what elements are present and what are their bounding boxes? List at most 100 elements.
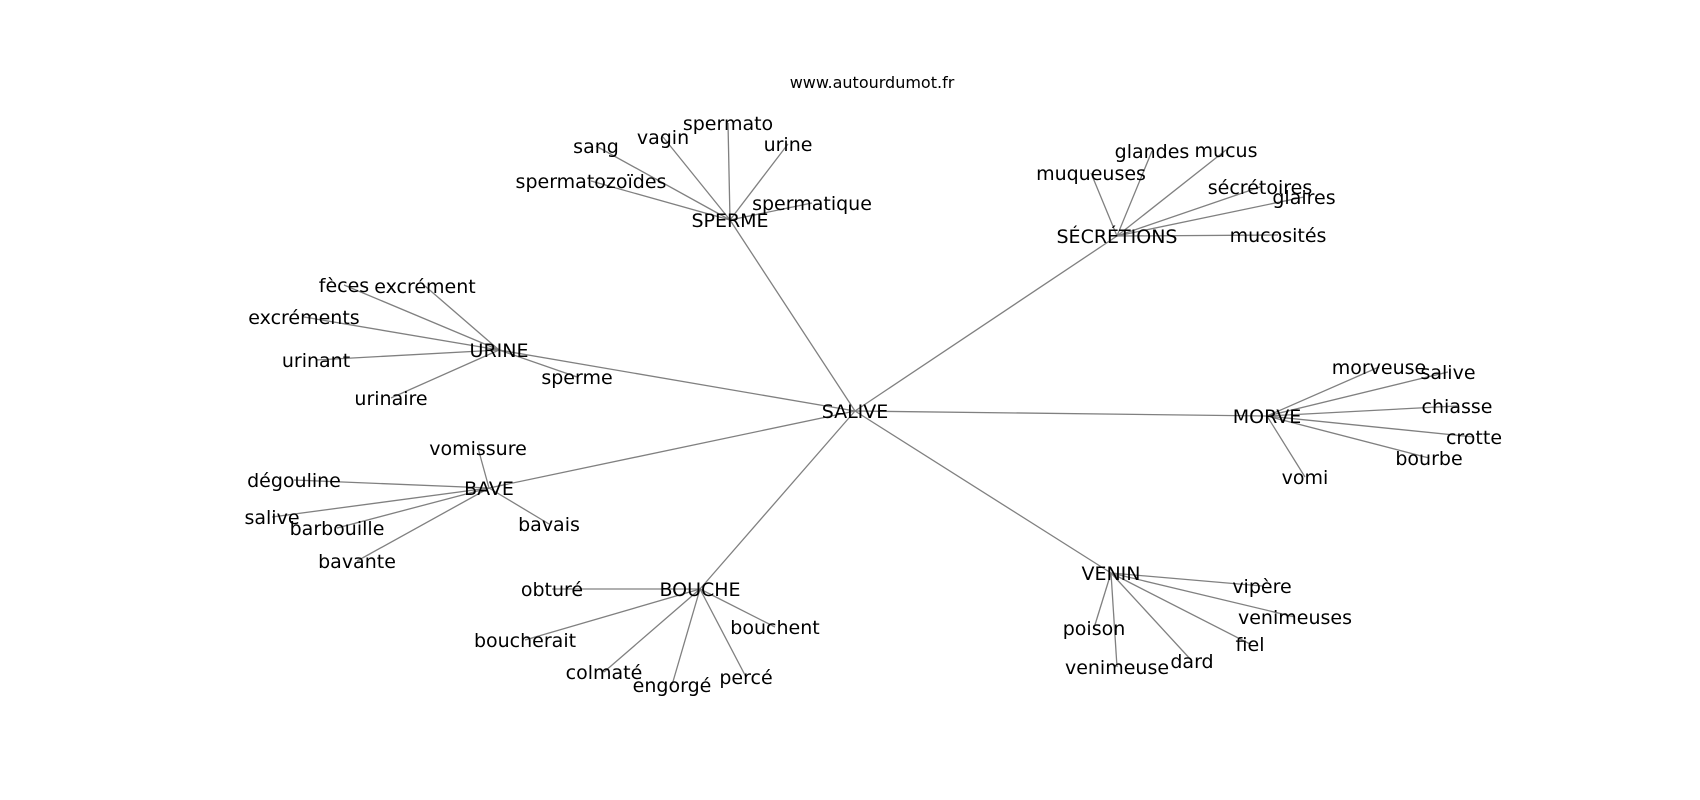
- edge-hub-to-term: [1266, 415, 1475, 438]
- edge-hub-to-term: [271, 487, 490, 518]
- term-node: barbouille: [290, 518, 385, 540]
- edge-center-to-hub: [498, 349, 856, 412]
- edge-center-to-hub: [854, 410, 1112, 574]
- edge-hub-to-term: [1110, 572, 1118, 668]
- term-node: chiasse: [1422, 396, 1493, 418]
- term-node: glaires: [1272, 187, 1335, 209]
- edge-hub-to-term: [390, 349, 500, 399]
- term-node: boucherait: [474, 630, 576, 652]
- term-node: vomissure: [429, 438, 527, 460]
- hub-node: SÉCRÉTIONS: [1057, 225, 1178, 248]
- edge-hub-to-term: [1116, 149, 1227, 237]
- edge-hub-to-term: [1116, 234, 1279, 237]
- term-node: mucus: [1195, 140, 1258, 162]
- edge-center-to-hub: [729, 219, 856, 412]
- edge-hub-to-term: [1110, 572, 1251, 645]
- edge-hub-to-term: [424, 285, 500, 351]
- edge-hub-to-term: [1116, 196, 1305, 237]
- edge-hub-to-term: [1266, 405, 1458, 417]
- term-node: fèces: [319, 275, 369, 297]
- term-node: vagin: [637, 127, 689, 149]
- edge-hub-to-term: [477, 447, 490, 489]
- edge-hub-to-term: [1093, 572, 1112, 629]
- edge-center-to-hub: [699, 410, 856, 590]
- term-node: urinaire: [354, 388, 427, 410]
- term-node: venimeuse: [1065, 657, 1169, 679]
- term-node: bouchent: [730, 617, 819, 639]
- edge-hub-to-term: [1116, 150, 1153, 237]
- hub-node: SPERME: [691, 210, 768, 232]
- edge-hub-to-term: [595, 145, 731, 221]
- edge-hub-to-term: [1266, 366, 1380, 417]
- edge-hub-to-term: [1266, 415, 1306, 478]
- edge-hub-to-term: [671, 588, 701, 686]
- term-node: urine: [764, 134, 813, 156]
- edge-center-to-hub: [488, 410, 856, 489]
- term-node: spermatozoïdes: [516, 171, 667, 193]
- edge-hub-to-term: [343, 284, 500, 351]
- edge-hub-to-term: [1110, 572, 1263, 587]
- edge-hub-to-term: [356, 487, 490, 562]
- edge-hub-to-term: [303, 316, 500, 351]
- labels: www.autourdumot.fr SALIVE SPERME spermato…: [244, 73, 1502, 697]
- term-node: engorgé: [633, 675, 712, 697]
- term-node: bourbe: [1395, 448, 1462, 470]
- edge-hub-to-term: [1110, 572, 1193, 662]
- term-node: mucosités: [1230, 225, 1327, 247]
- term-node: salive: [1420, 362, 1475, 384]
- term-node: excrément: [374, 276, 476, 298]
- term-node: vomi: [1282, 467, 1329, 489]
- term-node: vipère: [1232, 576, 1291, 598]
- edge-hub-to-term: [727, 122, 731, 221]
- term-node: crotte: [1446, 427, 1502, 449]
- edge-hub-to-term: [699, 588, 776, 628]
- edge-hub-to-term: [729, 143, 789, 221]
- edge-hub-to-term: [498, 349, 578, 378]
- term-node: venimeuses: [1238, 607, 1352, 629]
- term-node: sang: [573, 136, 619, 158]
- hub-node: VENIN: [1081, 563, 1140, 585]
- edge-center-to-hub: [854, 410, 1268, 417]
- source-label: www.autourdumot.fr: [790, 73, 955, 92]
- edge-hub-to-term: [699, 588, 747, 678]
- edge-hub-to-term: [336, 487, 490, 529]
- hub-node: BAVE: [464, 478, 514, 500]
- term-node: morveuse: [1332, 357, 1427, 379]
- term-node: colmaté: [566, 662, 643, 684]
- hub-node: URINE: [470, 340, 529, 362]
- term-node: urinant: [282, 350, 350, 372]
- term-node: salive: [244, 507, 299, 529]
- term-node: bavante: [318, 551, 396, 573]
- term-node: bavais: [518, 514, 580, 536]
- term-node: sperme: [541, 367, 612, 389]
- edge-hub-to-term: [1090, 172, 1118, 237]
- edge-hub-to-term: [315, 349, 500, 361]
- edge-hub-to-term: [1266, 371, 1449, 417]
- term-node: spermato: [683, 113, 773, 135]
- term-node: sécrétoires: [1208, 177, 1312, 199]
- term-node: muqueuses: [1036, 163, 1146, 185]
- edge-hub-to-term: [488, 487, 550, 525]
- term-node: percé: [719, 667, 772, 689]
- term-node: fiel: [1236, 634, 1265, 656]
- term-node: glandes: [1115, 141, 1190, 163]
- term-node: dégouline: [247, 470, 341, 492]
- edge-hub-to-term: [1266, 415, 1430, 459]
- term-node: spermatique: [752, 193, 872, 215]
- center-node: SALIVE: [822, 401, 889, 423]
- edge-center-to-hub: [854, 235, 1118, 412]
- hub-node: BOUCHE: [659, 579, 740, 601]
- hub-node: MORVE: [1233, 406, 1302, 428]
- edge-hub-to-term: [1110, 572, 1296, 618]
- edge-hub-to-term: [293, 479, 490, 489]
- edge-hub-to-term: [1116, 186, 1261, 237]
- term-node: obturé: [521, 579, 583, 601]
- term-node: poison: [1063, 618, 1126, 640]
- edges: [271, 122, 1475, 686]
- term-node: dard: [1170, 651, 1213, 673]
- edge-hub-to-term: [590, 180, 731, 221]
- edge-hub-to-term: [524, 588, 701, 641]
- term-node: excréments: [248, 307, 359, 329]
- edge-hub-to-term: [662, 136, 731, 221]
